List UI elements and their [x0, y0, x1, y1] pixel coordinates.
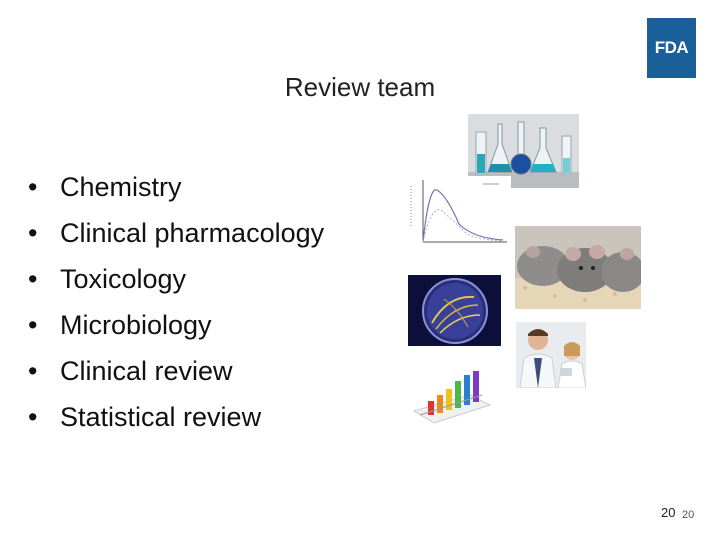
bullet-item: Toxicology: [28, 256, 324, 302]
bullet-item: Statistical review: [28, 394, 324, 440]
lab-glassware-photo: [468, 114, 579, 188]
lab-mice-photo: [515, 226, 641, 309]
fda-logo-text: FDA: [654, 38, 689, 57]
bullet-item: Microbiology: [28, 302, 324, 348]
page-number: 20: [661, 505, 676, 520]
clinicians-photo: [516, 322, 586, 388]
slide-title: Review team: [284, 72, 436, 102]
bullet-item: Clinical review: [28, 348, 324, 394]
fda-logo: FDA: [647, 18, 696, 78]
bullet-item: Clinical pharmacology: [28, 210, 324, 256]
petri-dish-photo: [408, 275, 501, 346]
bullet-list: Chemistry Clinical pharmacology Toxicolo…: [28, 164, 324, 440]
pk-curve-graph: [407, 176, 511, 248]
page-number-secondary: 20: [682, 509, 695, 521]
bullet-item: Chemistry: [28, 164, 324, 210]
bar-chart-image: [410, 365, 493, 430]
